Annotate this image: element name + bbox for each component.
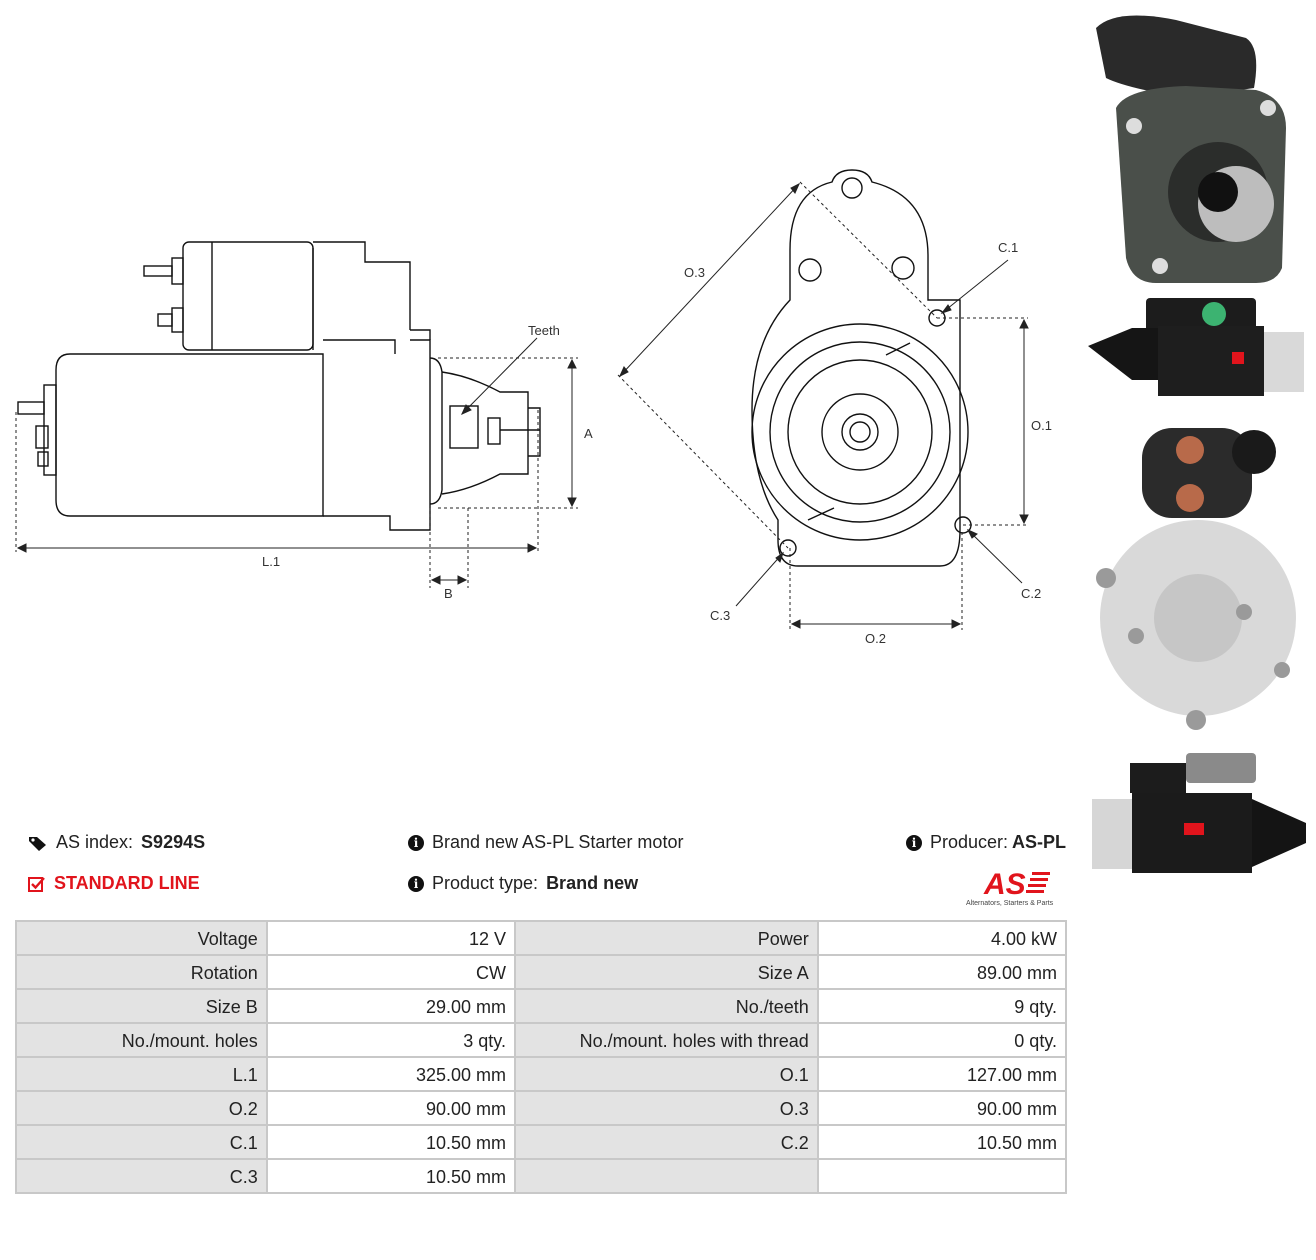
label-a: A bbox=[584, 426, 593, 441]
side-view bbox=[17, 241, 541, 531]
spec-label: No./mount. holes bbox=[17, 1024, 266, 1056]
logo-text: AS bbox=[983, 868, 1026, 901]
as-index: AS index: S9294S bbox=[28, 832, 205, 853]
spec-label: No./teeth bbox=[515, 990, 817, 1022]
spec-label: O.1 bbox=[515, 1058, 817, 1090]
label-o1: O.1 bbox=[1031, 418, 1052, 433]
product-type: i Product type: Brand new bbox=[408, 873, 638, 894]
spec-value: 127.00 mm bbox=[818, 1058, 1065, 1090]
producer-label: Producer: bbox=[930, 832, 1009, 852]
spec-value: 10.50 mm bbox=[818, 1126, 1065, 1158]
label-c3: C.3 bbox=[710, 608, 730, 623]
label-o3: O.3 bbox=[684, 265, 705, 280]
label-l1: L.1 bbox=[262, 554, 280, 569]
label-o2: O.2 bbox=[865, 631, 886, 646]
info-icon: i bbox=[906, 834, 922, 851]
product-type-label: Product type: bbox=[432, 873, 539, 893]
photo-rear-view[interactable] bbox=[1086, 418, 1310, 738]
as-index-label: AS index: bbox=[56, 832, 134, 852]
spec-value: 12 V bbox=[267, 922, 514, 954]
spec-value: 10.50 mm bbox=[267, 1126, 514, 1158]
product-photos bbox=[1086, 8, 1310, 898]
producer-value: AS-PL bbox=[1012, 832, 1067, 852]
info-icon: i bbox=[408, 834, 424, 851]
label-c2: C.2 bbox=[1021, 586, 1041, 601]
spec-value: 4.00 kW bbox=[818, 922, 1065, 954]
product-line: STANDARD LINE bbox=[28, 873, 200, 894]
spec-value: 90.00 mm bbox=[818, 1092, 1065, 1124]
spec-label: Voltage bbox=[17, 922, 266, 954]
spec-label: No./mount. holes with thread bbox=[515, 1024, 817, 1056]
spec-label: Size A bbox=[515, 956, 817, 988]
spec-value: 3 qty. bbox=[267, 1024, 514, 1056]
spec-value: 325.00 mm bbox=[267, 1058, 514, 1090]
product-description: i Brand new AS-PL Starter motor bbox=[408, 832, 683, 853]
front-view bbox=[751, 169, 972, 567]
standard-line-label: STANDARD LINE bbox=[54, 873, 200, 893]
logo-tagline: Alternators, Starters & Parts bbox=[966, 900, 1054, 907]
spec-label: L.1 bbox=[17, 1058, 266, 1090]
producer: i Producer: AS-PL bbox=[906, 832, 1066, 853]
spec-label: C.3 bbox=[17, 1160, 266, 1192]
as-logo: AS Alternators, Starters & Parts bbox=[964, 864, 1074, 908]
product-type-value: Brand new bbox=[546, 873, 639, 893]
photo-side-view[interactable] bbox=[1086, 288, 1310, 408]
spec-value: 29.00 mm bbox=[267, 990, 514, 1022]
spec-label: Rotation bbox=[17, 956, 266, 988]
photo-front-flange[interactable] bbox=[1086, 8, 1310, 288]
info-icon: i bbox=[408, 875, 424, 892]
spec-label: C.1 bbox=[17, 1126, 266, 1158]
spec-label: Size B bbox=[17, 990, 266, 1022]
spec-label bbox=[515, 1160, 817, 1192]
technical-drawing: Teeth A L.1 B bbox=[15, 169, 1052, 646]
spec-value bbox=[818, 1160, 1065, 1192]
spec-value: 0 qty. bbox=[818, 1024, 1065, 1056]
photo-side-view-2[interactable] bbox=[1086, 743, 1310, 893]
spec-label: Power bbox=[515, 922, 817, 954]
description-text: Brand new AS-PL Starter motor bbox=[432, 832, 684, 852]
spec-label: O.2 bbox=[17, 1092, 266, 1124]
label-teeth: Teeth bbox=[528, 323, 560, 338]
spec-label: C.2 bbox=[515, 1126, 817, 1158]
spec-value: 9 qty. bbox=[818, 990, 1065, 1022]
spec-value: 90.00 mm bbox=[267, 1092, 514, 1124]
checkbox-checked-icon bbox=[28, 876, 45, 892]
label-c1: C.1 bbox=[998, 240, 1018, 255]
label-b: B bbox=[444, 586, 453, 601]
spec-value: CW bbox=[267, 956, 514, 988]
tag-icon bbox=[29, 836, 46, 851]
spec-label: O.3 bbox=[515, 1092, 817, 1124]
spec-value: 89.00 mm bbox=[818, 956, 1065, 988]
as-index-value: S9294S bbox=[141, 832, 206, 852]
spec-value: 10.50 mm bbox=[267, 1160, 514, 1192]
